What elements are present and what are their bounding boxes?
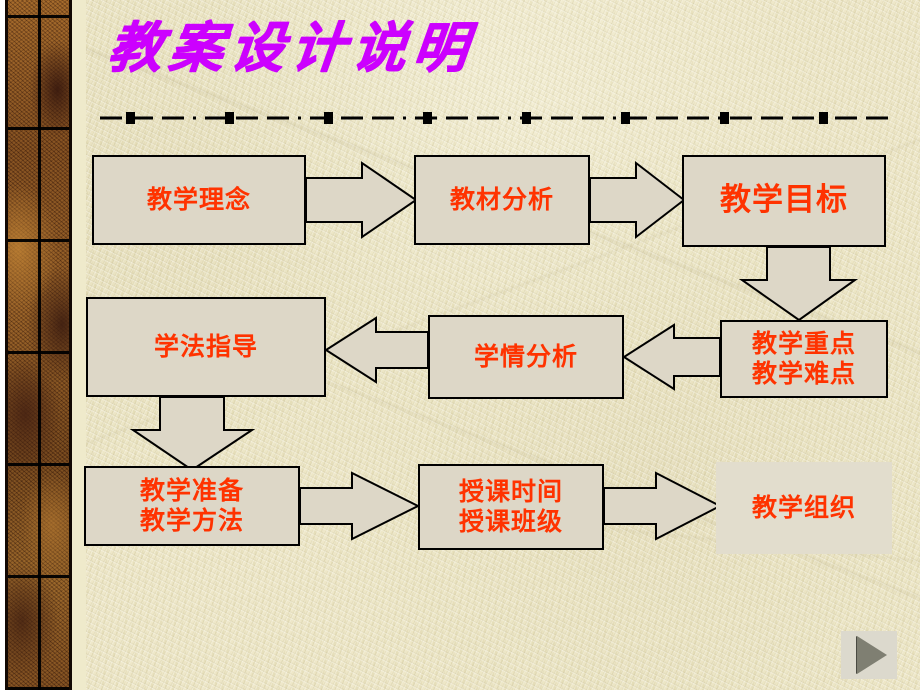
arrow-zhongdian-to-xueqing bbox=[622, 323, 721, 391]
arrow-shijian-to-zuzhi bbox=[603, 471, 723, 541]
decorative-marble-band bbox=[5, 0, 72, 690]
flow-node-teaching-organization[interactable]: 教学组织 bbox=[716, 462, 892, 554]
flow-node-teaching-objectives[interactable]: 教学目标 bbox=[682, 155, 886, 247]
arrow-jiaocai-to-mubiao bbox=[589, 160, 686, 240]
flow-node-material-analysis[interactable]: 教材分析 bbox=[414, 155, 590, 245]
arrow-xueqing-to-xuefa bbox=[324, 316, 429, 384]
band-cream-strip bbox=[72, 0, 86, 690]
title-divider-rule bbox=[100, 112, 892, 124]
band-left-edge bbox=[5, 0, 8, 690]
flow-node-learning-method-guidance[interactable]: 学法指导 bbox=[86, 297, 326, 397]
flow-node-preparation-and-methods[interactable]: 教学准备 教学方法 bbox=[84, 466, 300, 546]
next-slide-button[interactable] bbox=[841, 631, 897, 679]
arrow-lixuan-to-jiaocai bbox=[305, 161, 418, 239]
flow-node-student-situation-analysis[interactable]: 学情分析 bbox=[428, 315, 624, 399]
flow-node-key-and-difficult-points[interactable]: 教学重点 教学难点 bbox=[720, 320, 888, 398]
play-triangle-icon bbox=[857, 636, 887, 674]
slide-left-margin bbox=[0, 0, 5, 690]
arrow-zhunbei-to-shijian bbox=[299, 471, 421, 541]
flow-node-class-time-and-class[interactable]: 授课时间 授课班级 bbox=[418, 464, 604, 550]
arrow-mubiao-to-zhongdian bbox=[738, 246, 859, 322]
slide-title: 教案设计说明 bbox=[104, 15, 478, 79]
flow-node-teaching-concept[interactable]: 教学理念 bbox=[92, 155, 306, 245]
arrow-xuefa-to-zhunbei bbox=[129, 396, 256, 472]
band-right-edge bbox=[69, 0, 72, 690]
